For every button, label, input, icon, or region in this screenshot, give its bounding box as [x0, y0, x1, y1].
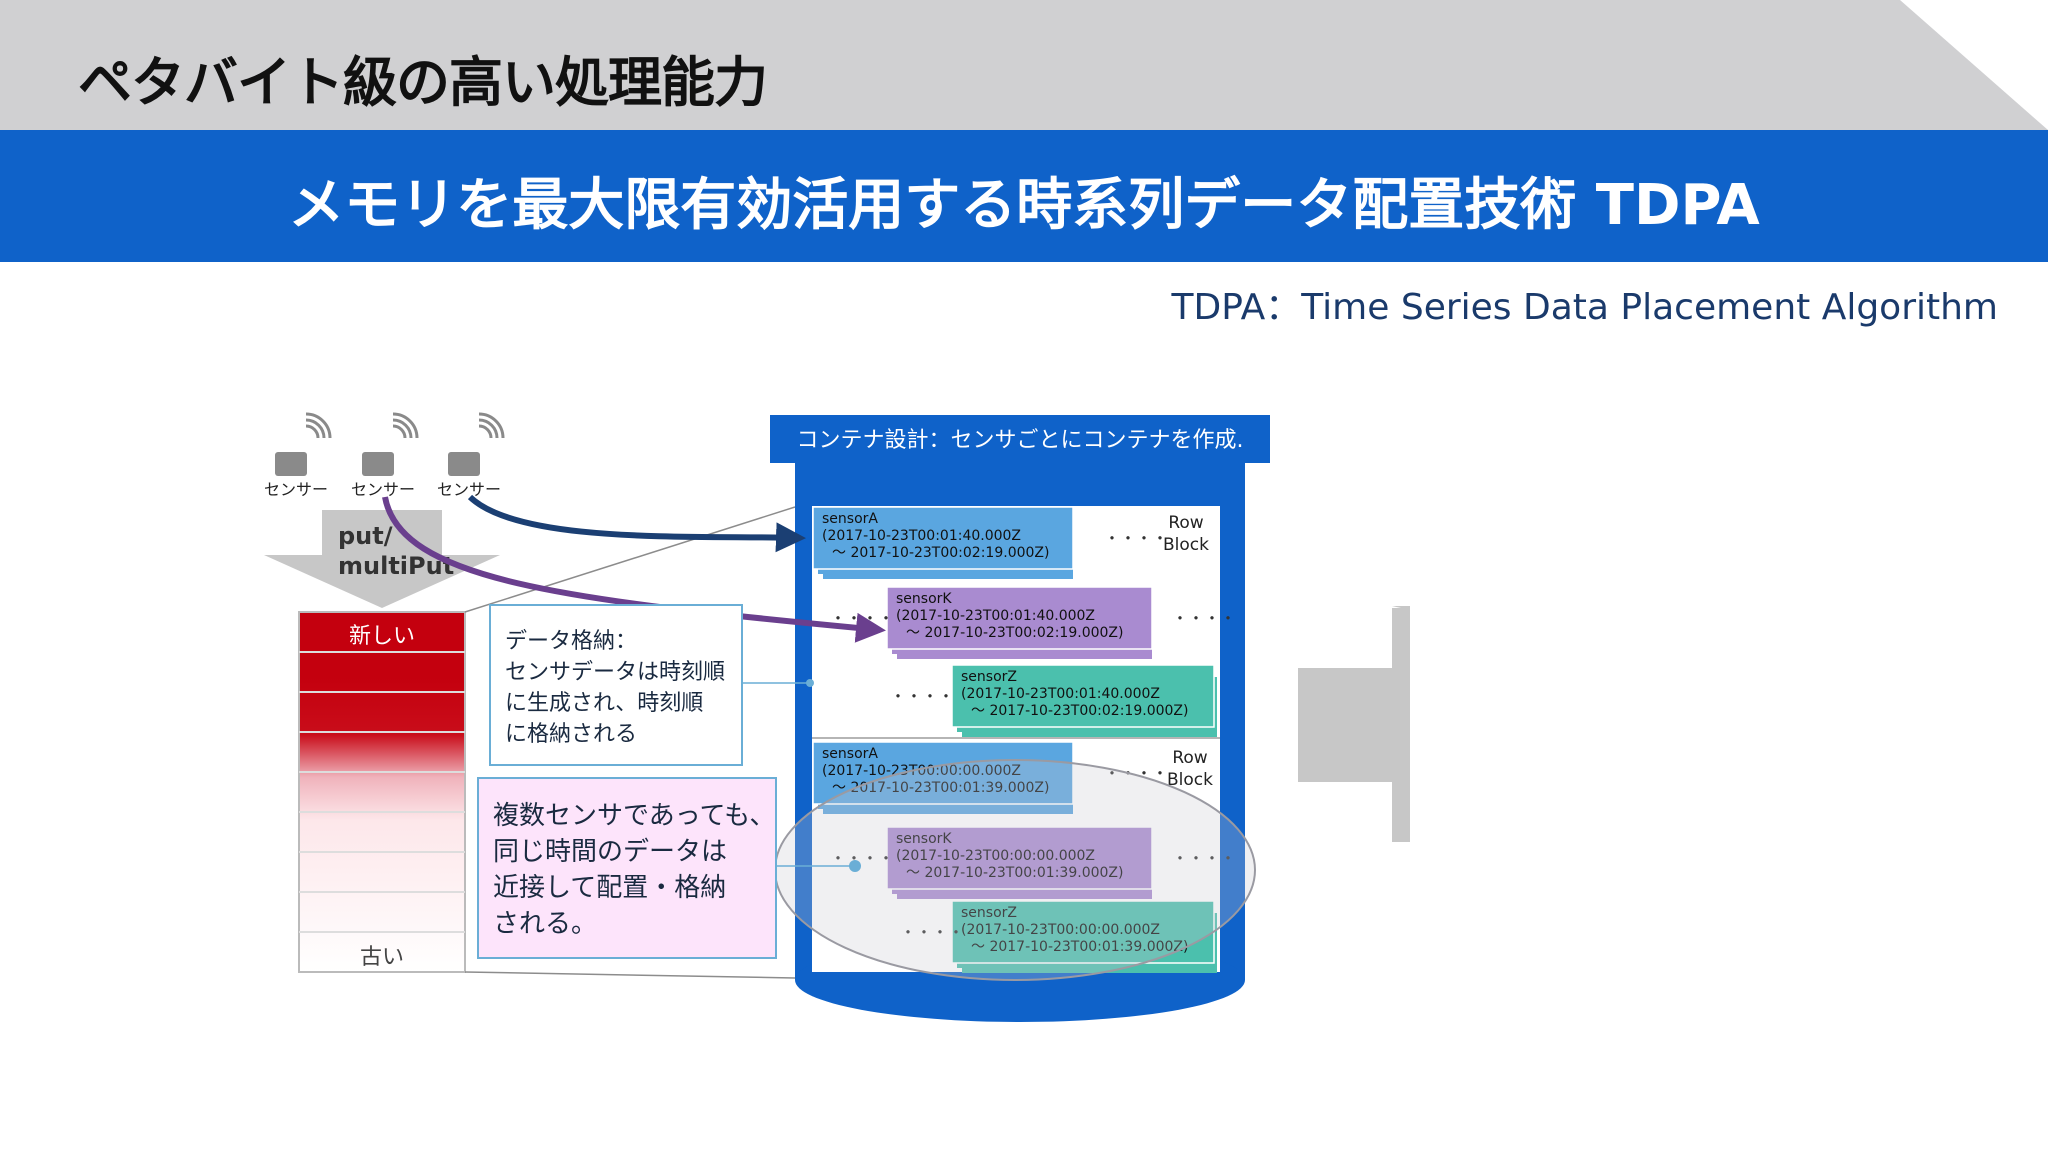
- row-block-label-2b: Block: [1167, 770, 1213, 790]
- storage-note-line-2: センサデータは時刻順: [505, 660, 725, 685]
- sensor-label-1: センサー: [264, 480, 328, 499]
- header-band: [0, 0, 2048, 130]
- block-k1-from: (2017-10-23T00:01:40.000Z: [896, 608, 1095, 624]
- block-z2-to: ～ 2017-10-23T00:01:39.000Z): [971, 939, 1188, 955]
- block-a1-from: (2017-10-23T00:01:40.000Z: [822, 528, 1021, 544]
- storage-note: データ格納： センサデータは時刻順 に生成され、時刻順 に格納される: [489, 604, 743, 766]
- storage-note-line-4: に格納される: [505, 722, 637, 747]
- dots-k1-right: ・・・・: [1172, 609, 1236, 628]
- block-a2-from: (2017-10-23T00:00:00.000Z: [822, 763, 1021, 779]
- row-block-label-1a: Row: [1168, 513, 1203, 533]
- storage-note-dot: [806, 679, 814, 687]
- multi-note-dot: [849, 860, 861, 872]
- banner-title: メモリを最大限有効活用する時系列データ配置技術 TDPA: [288, 173, 1760, 238]
- storage-note-line-3: に生成され、時刻順: [505, 691, 703, 716]
- perspective-line-top: [464, 506, 796, 613]
- memory-stack: 新しい 古い: [298, 611, 466, 973]
- banner: [0, 130, 2048, 262]
- multi-note-line-3: 近接して配置・格納: [493, 873, 726, 903]
- sensor-a-arrow: [467, 494, 806, 553]
- page-title: ペタバイト級の高い処理能力: [78, 51, 768, 114]
- block-a1-name: sensorA: [822, 511, 878, 527]
- perspective-line-bottom: [464, 971, 796, 979]
- sensor-3: センサー: [437, 412, 505, 499]
- multi-note-line-4: される。: [493, 909, 597, 939]
- block-a1-to: ～ 2017-10-23T00:02:19.000Z): [832, 545, 1049, 561]
- block-z1-to: ～ 2017-10-23T00:02:19.000Z): [971, 703, 1188, 719]
- header-slash: [1900, 0, 2048, 130]
- sensor-label-2: センサー: [351, 480, 415, 499]
- dots-k2-left: ・・・・: [830, 849, 894, 868]
- container-title: コンテナ設計：センサごとにコンテナを作成.: [797, 428, 1244, 453]
- block-z2-name: sensorZ: [961, 905, 1017, 921]
- memory-new-label: 新しい: [349, 624, 415, 649]
- block-k2-from: (2017-10-23T00:00:00.000Z: [896, 848, 1095, 864]
- put-label: put/: [338, 522, 393, 550]
- sensor-label-3: センサー: [437, 480, 501, 499]
- row-block-label-1b: Block: [1163, 535, 1209, 555]
- dots-a1: ・・・・: [1104, 529, 1168, 548]
- block-a2-to: ～ 2017-10-23T00:01:39.000Z): [832, 780, 1049, 796]
- block-k1-name: sensorK: [896, 591, 952, 607]
- dots-a2: ・・・・: [1104, 764, 1168, 783]
- put-arrow: put/ multiPut: [264, 510, 500, 608]
- multi-sensor-note: 複数センサであっても、 同じ時間のデータは 近接して配置・格納 される。: [477, 777, 777, 959]
- multi-note-line-1: 複数センサであっても、: [493, 801, 775, 831]
- dots-z1: ・・・・: [890, 687, 954, 706]
- sensor-k-arrow: [382, 496, 886, 643]
- block-k2-to: ～ 2017-10-23T00:01:39.000Z): [906, 865, 1123, 881]
- multi-note-line-2: 同じ時間のデータは: [493, 837, 727, 867]
- block-z1-name: sensorZ: [961, 669, 1017, 685]
- row-block-2: sensorA (2017-10-23T00:00:00.000Z ～ 2017…: [812, 741, 1236, 973]
- subtitle: TDPA：Time Series Data Placement Algorith…: [1171, 287, 1998, 328]
- row-block-1: sensorA (2017-10-23T00:01:40.000Z ～ 2017…: [812, 506, 1236, 737]
- block-k1-to: ～ 2017-10-23T00:02:19.000Z): [906, 625, 1123, 641]
- sensor-1: センサー: [264, 412, 332, 499]
- storage-note-line-1: データ格納：: [505, 629, 637, 654]
- sensor-2: センサー: [351, 412, 419, 499]
- dots-z2: ・・・・: [900, 923, 964, 942]
- row-block-label-2a: Row: [1172, 748, 1207, 768]
- block-z2-from: (2017-10-23T00:00:00.000Z: [961, 922, 1160, 938]
- block-z1-from: (2017-10-23T00:01:40.000Z: [961, 686, 1160, 702]
- dots-k2-right: ・・・・: [1172, 849, 1236, 868]
- block-k2-name: sensorK: [896, 831, 952, 847]
- same-time-ellipse: [774, 759, 1256, 981]
- get-arrow: [1298, 606, 1410, 842]
- memory-old-label: 古い: [360, 945, 404, 970]
- block-a2-name: sensorA: [822, 746, 878, 762]
